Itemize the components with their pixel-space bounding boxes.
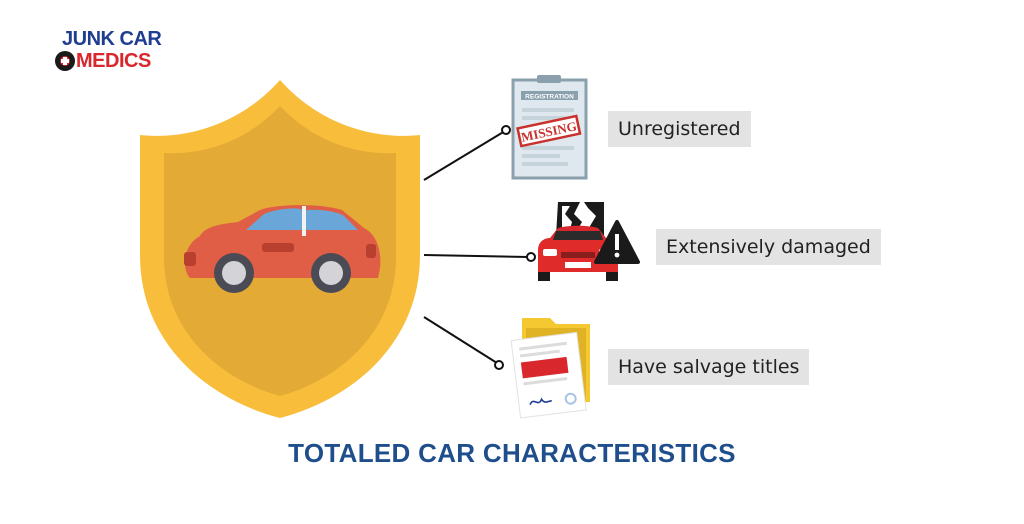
label-salvage-titles: Have salvage titles xyxy=(608,349,810,385)
car-icon xyxy=(184,205,381,293)
damaged-car-warning-icon xyxy=(538,202,640,281)
connector-3 xyxy=(423,316,504,370)
doc-header-text: REGISTRATION xyxy=(525,94,574,101)
label-unregistered: Unregistered xyxy=(608,111,751,147)
connector-2 xyxy=(423,252,536,262)
brand-line2: MEDICS xyxy=(76,50,151,72)
brand-logo: JUNK CAR MEDICS xyxy=(54,28,162,80)
car-wheel-front xyxy=(214,253,254,293)
connector-1 xyxy=(423,125,511,181)
brand-line1: JUNK CAR xyxy=(62,28,162,50)
car-wheel-rear xyxy=(311,253,351,293)
diagram-title: TOTALED CAR CHARACTERISTICS xyxy=(288,438,736,468)
wheel-icon xyxy=(55,51,75,71)
label-extensively-damaged: Extensively damaged xyxy=(656,229,881,265)
registration-missing-icon: REGISTRATION MISSING xyxy=(511,75,588,180)
warning-icon xyxy=(594,220,640,264)
salvage-title-folder-icon xyxy=(510,318,590,419)
